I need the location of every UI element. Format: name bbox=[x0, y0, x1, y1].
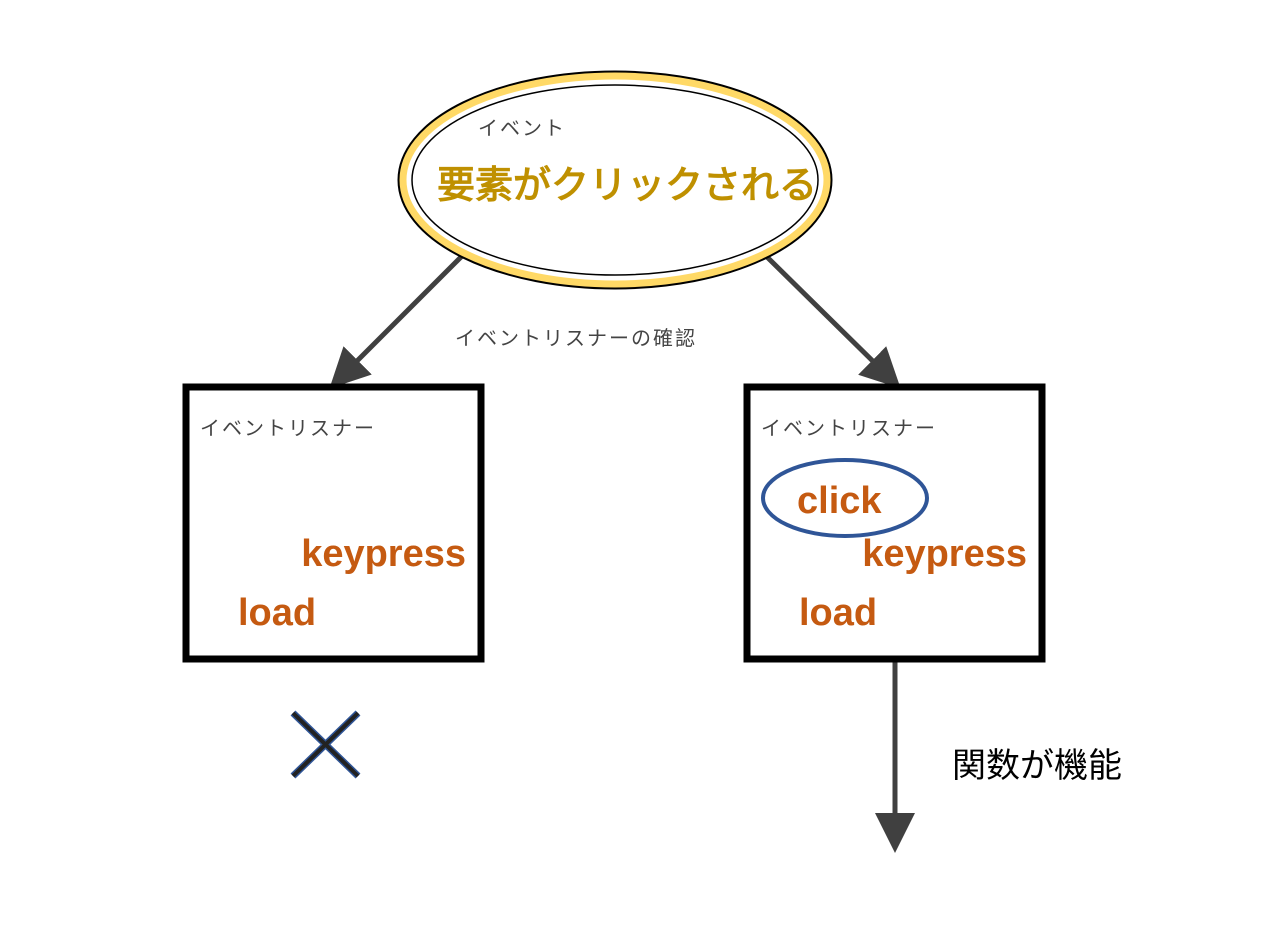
cross-icon bbox=[290, 710, 361, 779]
click-highlight-ellipse bbox=[761, 458, 929, 538]
check-label: イベントリスナーの確認 bbox=[455, 326, 697, 350]
listener-title: イベントリスナー bbox=[200, 416, 376, 440]
result-label: 関数が機能 bbox=[952, 746, 1122, 786]
listener-item-click: click bbox=[797, 480, 882, 522]
event-node: イベント 要素がクリックされる bbox=[397, 70, 833, 290]
listener-item-load: load bbox=[238, 592, 316, 634]
listener-box-right: イベントリスナー click keypress load bbox=[743, 383, 1046, 663]
arrow-to-left-listener bbox=[329, 253, 465, 389]
listener-item-keypress: keypress bbox=[862, 533, 1027, 575]
event-title: 要素がクリックされる bbox=[437, 163, 817, 207]
listener-item-keypress: keypress bbox=[301, 533, 466, 575]
listener-box-left: イベントリスナー keypress load bbox=[182, 383, 485, 663]
listener-title: イベントリスナー bbox=[761, 416, 937, 440]
event-label: イベント bbox=[478, 116, 566, 140]
listener-item-load: load bbox=[799, 592, 877, 634]
arrow-to-right-listener bbox=[763, 253, 901, 389]
